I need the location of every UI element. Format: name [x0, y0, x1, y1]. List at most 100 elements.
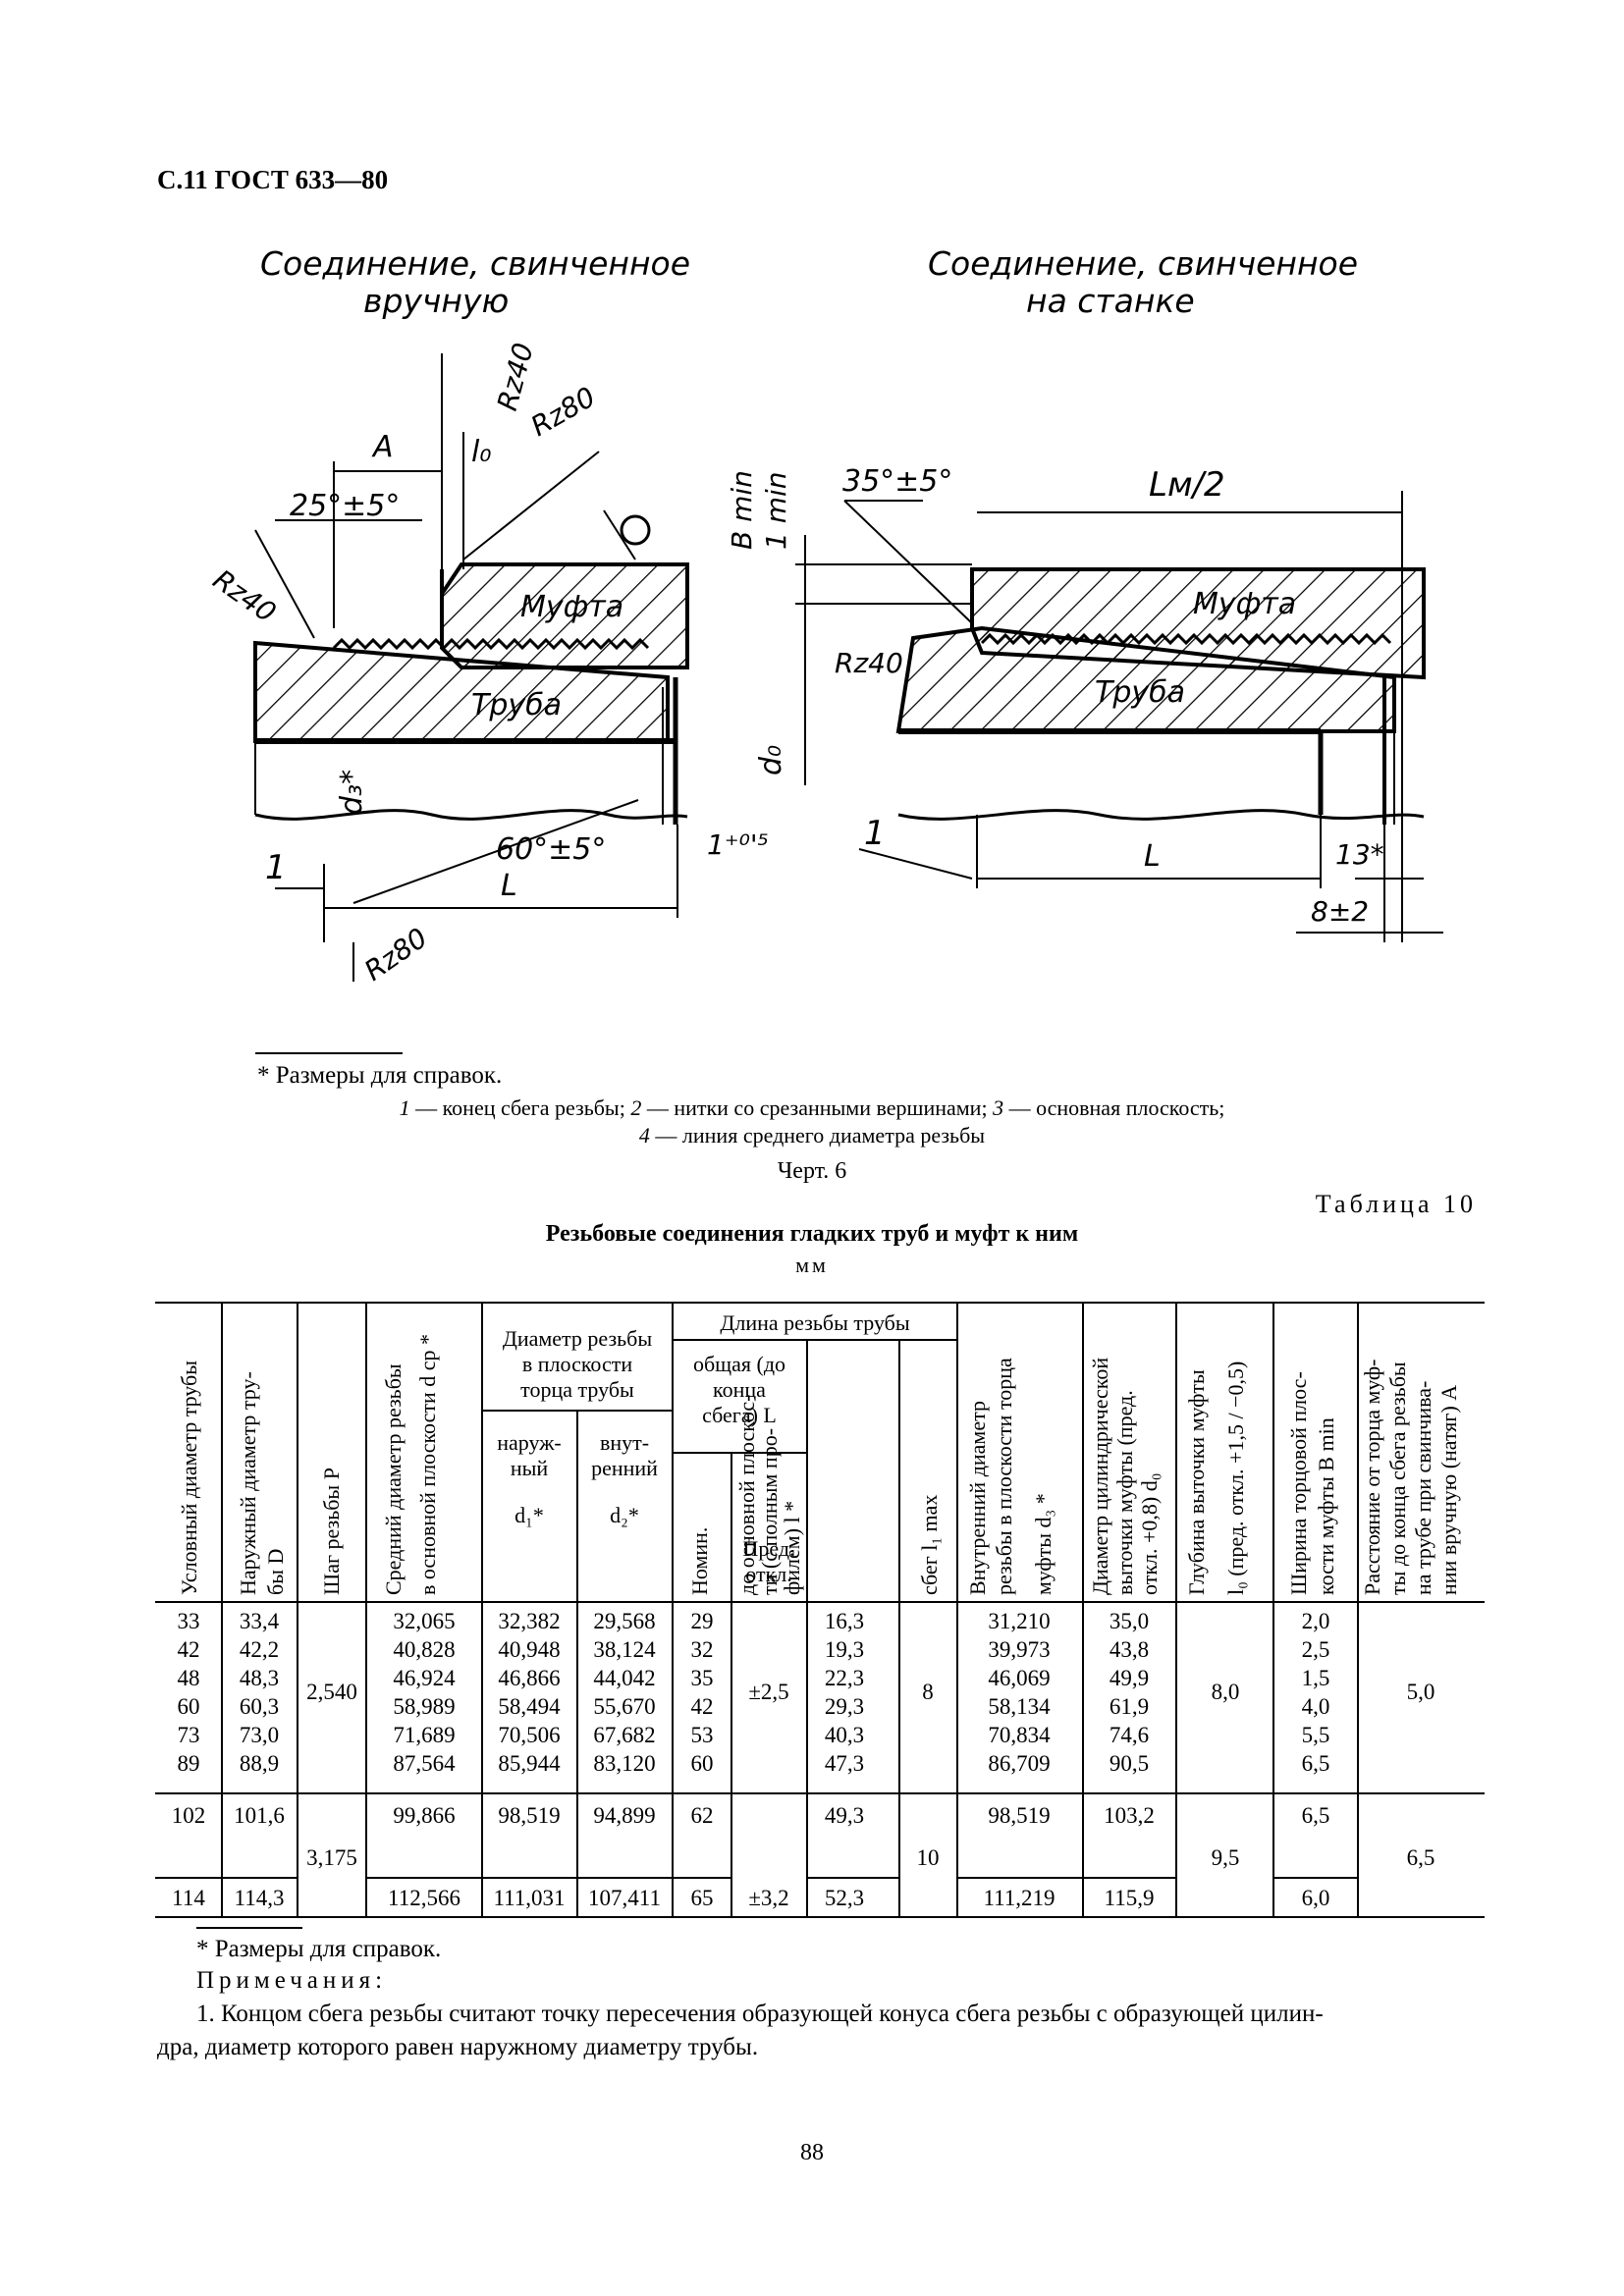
label-rz80-bottom: Rz80: [358, 922, 433, 988]
label-mufta-right: Муфта: [1193, 587, 1296, 621]
table-cell-g1-cond: 89: [178, 1751, 200, 1776]
label-lm2: Lм/2: [1149, 465, 1225, 505]
hdr-runout: сбег l₁ max: [917, 1495, 942, 1595]
table-cell-g1-runout: 8: [922, 1680, 934, 1704]
footnote-rule-bottom: [196, 1927, 302, 1929]
table-cell-g1-tol: ±2,5: [748, 1680, 788, 1704]
table-cell-g1-Bmin: 5,5: [1302, 1723, 1330, 1747]
table-cell-g1-Lnom: 42: [691, 1694, 714, 1719]
table-cell-g1-recess-depth: 8,0: [1212, 1680, 1240, 1704]
table-cell-g1-d1: 70,506: [498, 1723, 560, 1747]
legend-t3: — основная плоскость;: [1003, 1095, 1225, 1120]
legend-t1: — конец сбега резьбы;: [409, 1095, 631, 1120]
table-cell-g1-d0: 49,9: [1110, 1666, 1149, 1690]
table-cell-g1-l: 47,3: [825, 1751, 864, 1776]
hdr-tol-line2: откл.: [745, 1562, 792, 1586]
table-cell-g2-r2-d0: 115,9: [1105, 1886, 1155, 1910]
table-cell-g1-D: 42,2: [240, 1637, 279, 1662]
label-angle-25: 25°±5°: [290, 489, 400, 523]
hdr-total-2: конца: [713, 1377, 766, 1402]
hdr-total-3: сбега) L: [702, 1403, 777, 1427]
label-A: A: [371, 430, 394, 464]
hdr-inner-diam-c: муфты d₃ *: [1031, 1493, 1056, 1595]
hdr-dist-base-a: до основной плоскос-: [734, 1395, 759, 1596]
label-1-left: 1: [265, 848, 287, 887]
legend-t4: — линия среднего диаметра резьбы: [649, 1123, 986, 1148]
hdr-diam-plane-1: Диаметр резьбы: [503, 1326, 653, 1351]
table-cell-g2-r1-Bmin: 6,5: [1302, 1803, 1330, 1828]
table-cell-g2-r1-d3: 98,519: [988, 1803, 1050, 1828]
table-cell-g2-r2-d2: 107,411: [588, 1886, 661, 1910]
table-cell-g2-distance: 6,5: [1407, 1845, 1435, 1870]
table-cell-g2-r2-tol: ±3,2: [748, 1886, 788, 1910]
table-cell-g1-pitch: 2,540: [306, 1680, 357, 1704]
table-cell-g1-d2: 44,042: [593, 1666, 655, 1690]
table-cell-g1-Bmin: 1,5: [1302, 1666, 1330, 1690]
table-cell-g2-r2-d3: 111,219: [983, 1886, 1055, 1910]
table-cell-g1-D: 73,0: [240, 1723, 279, 1747]
table-cell-g1-Bmin: 6,5: [1302, 1751, 1330, 1776]
table-cell-g1-Lnom: 29: [691, 1609, 714, 1633]
hdr-thread-length: Длина резьбы трубы: [720, 1310, 910, 1335]
table-cell-g1-cond: 73: [178, 1723, 200, 1747]
label-L-left: L: [501, 869, 517, 903]
hdr-outer-2: ный: [511, 1456, 549, 1480]
hdr-recess-diam-a: Диаметр цилиндрической: [1088, 1358, 1112, 1595]
label-l0: l₀: [471, 435, 491, 469]
table-cell-g1-d3: 31,210: [988, 1609, 1050, 1633]
hdr-recess-diam-c: откл. +0,8) d₀: [1137, 1473, 1162, 1595]
right-drawing-subtitle: на станке: [1026, 282, 1195, 320]
left-drawing-title: Соединение, свинченное: [260, 244, 690, 283]
table-cell-g1-l: 19,3: [825, 1637, 864, 1662]
hdr-pitch: Шаг резьбы P: [319, 1468, 344, 1595]
table-cell-g1-Bmin: 2,0: [1302, 1609, 1330, 1633]
legend-n1: 1: [399, 1095, 410, 1120]
table-cell-g1-dcp: 58,989: [393, 1694, 455, 1719]
hdr-cond-diam: Условный диаметр трубы: [177, 1361, 201, 1595]
table-cell-g1-d3: 70,834: [988, 1723, 1051, 1747]
table-cell-g1-dcp: 87,564: [393, 1751, 456, 1776]
hdr-total-1: общая (до: [693, 1352, 785, 1376]
hdr-nom: Номин.: [687, 1527, 712, 1595]
left-coupling-section: [253, 353, 689, 982]
hdr-dist-base-b: ти (с полным про-: [757, 1428, 782, 1595]
label-bmin: B min: [726, 470, 758, 550]
figure-caption: Черт. 6: [777, 1158, 847, 1184]
table-cell-g2-r1-cond: 102: [172, 1803, 206, 1828]
legend-n2: 2: [630, 1095, 642, 1120]
table-cell-g1-D: 33,4: [240, 1609, 280, 1633]
table-cell-g1-l: 29,3: [825, 1694, 864, 1719]
hdr-inner-1: внут-: [600, 1430, 649, 1455]
table-cell-g1-dcp: 46,924: [393, 1666, 456, 1690]
table-cell-g2-r2-Bmin: 6,0: [1302, 1886, 1330, 1910]
table-cell-g1-Lnom: 35: [691, 1666, 714, 1690]
hdr-inner-sym: d₂*: [610, 1503, 639, 1527]
label-mufta-left: Муфта: [520, 590, 623, 624]
legend-line-2: 4 — линия среднего диаметра резьбы: [0, 1123, 1624, 1148]
label-rz80-top: Rz80: [525, 381, 601, 443]
table-cell-g2-pitch: 3,175: [306, 1845, 357, 1870]
table-cell-g1-d0: 74,6: [1110, 1723, 1149, 1747]
hdr-recess-depth-b: l₀ (пред. откл. +1,5 / −0,5): [1223, 1362, 1248, 1595]
hdr-inner-2: ренний: [591, 1456, 658, 1480]
table-cell-g1-d0: 35,0: [1110, 1609, 1149, 1633]
table-cell-g1-cond: 48: [178, 1666, 200, 1690]
table-cell-g2-r2-d1: 111,031: [493, 1886, 565, 1910]
hdr-outer-diam-b: бы D: [263, 1549, 288, 1595]
table-cell-g1-d2: 29,568: [593, 1609, 655, 1633]
label-angle-60: 60°±5°: [496, 832, 606, 867]
page-header: С.11 ГОСТ 633—80: [157, 165, 389, 194]
hdr-dist-base-c: филем) l *: [780, 1501, 804, 1595]
left-drawing-subtitle: вручную: [363, 282, 509, 320]
page-number: 88: [800, 2140, 824, 2165]
table-cell-g1-cond: 60: [178, 1694, 200, 1719]
table-cell-g1-d1: 85,944: [498, 1751, 561, 1776]
table-cell-g1-l: 40,3: [825, 1723, 864, 1747]
table-cell-g1-dcp: 40,828: [393, 1637, 455, 1662]
label-8: 8±2: [1311, 895, 1369, 928]
table-cell-g2-r2-l: 52,3: [825, 1886, 864, 1910]
table-cell-g2-r2-dcp: 112,566: [388, 1886, 460, 1910]
hdr-recess-diam-b: выточки муфты (пред.: [1112, 1390, 1137, 1595]
legend-n3: 3: [993, 1095, 1004, 1120]
hdr-face-width-a: Ширина торцовой плос-: [1286, 1371, 1311, 1595]
